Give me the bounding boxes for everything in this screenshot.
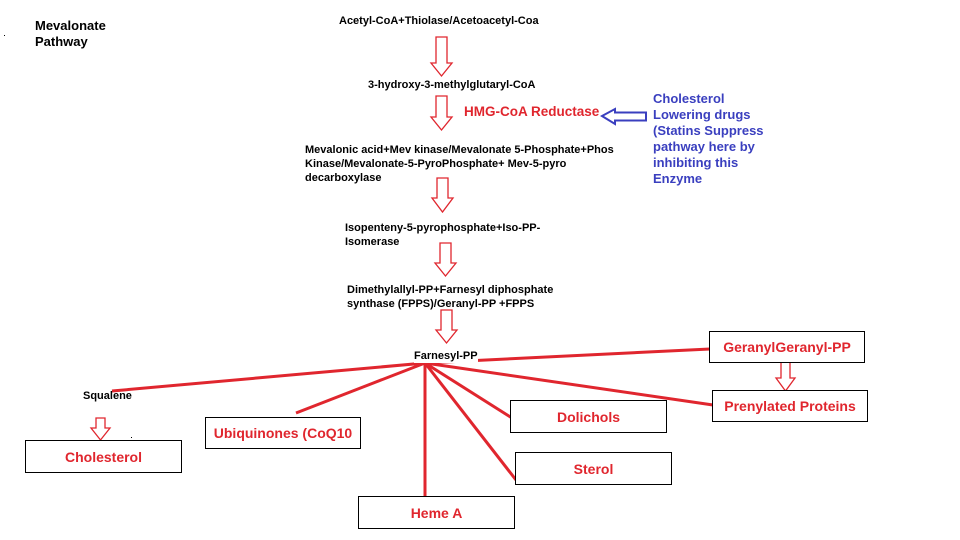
diagram-title: Mevalonate Pathway — [35, 18, 106, 49]
step-hmg-coa: 3-hydroxy-3-methylglutaryl-CoA — [368, 79, 536, 91]
down-arrow-3 — [430, 177, 455, 214]
branch-line-prenylated — [424, 361, 714, 407]
down-arrow-prenylated — [774, 360, 797, 393]
branch-line-sterol — [423, 362, 518, 481]
step-mevalonic-acid: Mevalonic acid+Mev kinase/Mevalonate 5-P… — [305, 144, 614, 184]
node-squalene: Squalene — [83, 390, 132, 402]
box-sterol: Sterol — [515, 452, 672, 485]
box-heme-a: Heme A — [358, 496, 515, 529]
branch-line-ubiquinones — [295, 361, 426, 415]
down-arrow-1 — [429, 36, 454, 78]
box-ubiquinones: Ubiquinones (CoQ10 — [205, 417, 361, 449]
down-arrow-5 — [434, 309, 459, 345]
branch-line-dolichols — [424, 361, 513, 420]
box-dolichols: Dolichols — [510, 400, 667, 433]
step-acetyl-coa: Acetyl-CoA+Thiolase/Acetoacetyl-Coa — [339, 15, 539, 27]
down-arrow-2 — [429, 95, 454, 132]
down-arrow-4 — [433, 242, 458, 278]
speck-mid — [131, 437, 132, 438]
speck-left — [4, 35, 5, 36]
node-farnesyl-pp: Farnesyl-PP — [414, 349, 478, 363]
step-dimethylallyl: Dimethylallyl-PP+Farnesyl diphosphate sy… — [347, 284, 554, 310]
statin-inhibition-arrow — [599, 107, 647, 126]
step-isopentenyl: Isopenteny-5-pyrophosphate+Iso-PP- Isome… — [345, 222, 541, 248]
branch-line-squalene — [111, 361, 426, 393]
down-arrow-cholesterol — [89, 417, 112, 442]
box-geranylgeranyl-pp: GeranylGeranyl-PP — [709, 331, 865, 363]
statin-note: Cholesterol Lowering drugs (Statins Supp… — [653, 91, 764, 186]
box-cholesterol: Cholesterol — [25, 440, 182, 473]
box-prenylated-proteins: Prenylated Proteins — [712, 390, 868, 422]
enzyme-hmg-coa-reductase: HMG-CoA Reductase — [464, 104, 600, 119]
